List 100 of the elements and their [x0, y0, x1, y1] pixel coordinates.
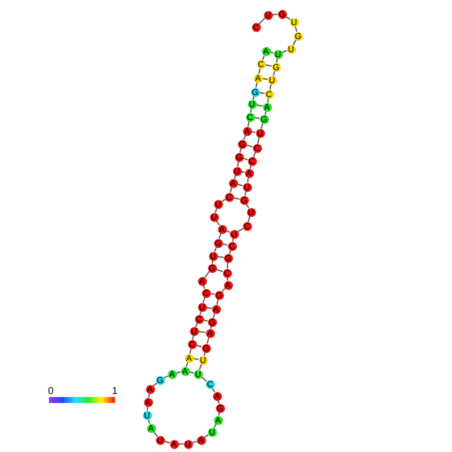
connector-line: [198, 330, 206, 334]
nucleotide-circle: G: [208, 318, 216, 326]
connector-line: [213, 424, 217, 428]
nucleotide-circle: U: [198, 356, 208, 364]
nucleotide-circle: A: [244, 168, 254, 178]
nucleotide-circle: G: [156, 376, 164, 384]
connector-line: [265, 64, 272, 67]
nucleotide-circle: C: [202, 288, 210, 298]
nucleotide-circle: C: [242, 222, 252, 230]
nucleotide-circle: U: [156, 436, 164, 444]
connector-line: [217, 256, 224, 258]
nucleotide-circle: G: [214, 290, 224, 300]
connector-line: [230, 187, 232, 193]
nucleotide-circle: G: [214, 238, 222, 248]
nucleotide-circle: U: [184, 440, 192, 448]
nucleotide-circle: G: [234, 152, 244, 162]
nucleotide-circle: G: [294, 32, 302, 40]
scale-label: 1: [112, 387, 118, 397]
nucleotide-circle: U: [232, 166, 242, 176]
nucleotide-circle: U: [208, 252, 218, 260]
nucleotide-circle: A: [212, 304, 220, 314]
nucleotide-circle: U: [142, 410, 152, 420]
connector-line: [204, 434, 209, 438]
nucleotide-circle: U: [194, 370, 202, 378]
nucleotide-circle: A: [196, 436, 206, 444]
nucleotide-circle: C: [188, 340, 196, 348]
nucleotide-circle: A: [214, 416, 222, 424]
nucleotide-circle: G: [238, 140, 246, 148]
nucleotide-circle: U: [198, 302, 206, 312]
connector-line: [254, 117, 260, 119]
connector-line: [206, 307, 212, 309]
nucleotide-circle: U: [242, 182, 252, 192]
connector-line: [218, 233, 222, 239]
connector-line: [247, 177, 249, 183]
nucleotide-circle: A: [146, 384, 154, 394]
nucleotide-circle: U: [210, 212, 218, 222]
connector-line: [260, 123, 264, 129]
nucleotide-circle: A: [242, 126, 252, 136]
nucleotide-circle: A: [180, 366, 190, 376]
nucleotide-circle: U: [230, 230, 238, 238]
nucleotide-circle: G: [272, 62, 280, 72]
nucleotide-circle: A: [198, 276, 206, 286]
nucleotide-circle: U: [248, 100, 256, 108]
nucleotide-circle: C: [256, 60, 266, 68]
nucleotide-circle: A: [168, 370, 176, 378]
nucleotide-circle: G: [240, 196, 248, 204]
nucleotide-circle: C: [224, 192, 234, 202]
nucleotide-circle: C: [252, 22, 260, 32]
nucleotide-circle: G: [250, 88, 260, 96]
connector-line: [202, 297, 206, 303]
nucleotide-circle: C: [252, 144, 262, 152]
nucleotide-circle: U: [246, 208, 256, 216]
nucleotide-circle: C: [206, 380, 214, 388]
connector-line: [206, 337, 210, 344]
nucleotide-circle: G: [202, 344, 210, 352]
nucleotide-circle: C: [228, 242, 236, 250]
nucleotide-circle: A: [144, 398, 152, 406]
nucleotide-circle: C: [264, 90, 274, 98]
nucleotide-circle: U: [208, 428, 216, 436]
nucleotide-circle: A: [218, 224, 226, 234]
nucleotide-circle: A: [228, 178, 238, 188]
nucleotide-circle: A: [212, 392, 222, 400]
nucleotide-circle: U: [290, 18, 298, 26]
nucleotide-circle: A: [184, 354, 194, 362]
nucleotide-circle: G: [224, 254, 232, 262]
nucleotide-circle: G: [216, 404, 224, 412]
nucleotide-circle: A: [170, 440, 178, 448]
nucleotide-circle: C: [194, 314, 204, 324]
connector-line: [238, 228, 244, 232]
nucleotide-circle: C: [222, 268, 232, 278]
connector-line: [198, 364, 202, 370]
nucleotide-circle: A: [206, 328, 214, 338]
scale-label: 0: [48, 387, 54, 397]
nucleotide-circle: A: [254, 74, 262, 82]
nucleotide-circle: G: [278, 10, 286, 18]
nucleotide-circle: A: [262, 102, 272, 112]
nucleotide-circle: U: [286, 44, 296, 54]
connector-line: [262, 78, 268, 80]
nucleotide-circle: C: [248, 156, 256, 166]
connector-line: [292, 40, 296, 46]
nucleotide-circle: A: [262, 46, 270, 56]
nucleotide-circle: U: [268, 76, 276, 84]
connector-line: [257, 137, 260, 144]
connector-line: [233, 197, 240, 200]
nucleotide-circle: U: [190, 326, 198, 336]
connector-line: [256, 104, 263, 107]
nucleotide-circle: U: [256, 128, 264, 138]
connector-line: [193, 358, 199, 360]
nucleotide-circle: A: [224, 280, 232, 290]
connector-line: [248, 216, 250, 222]
connector-line: [259, 92, 265, 94]
nucleotide-circle: U: [264, 10, 272, 20]
nucleotide-circle: U: [274, 50, 282, 58]
nucleotide-circle: U: [214, 200, 222, 208]
nucleotide-circle: G: [208, 264, 216, 272]
connector-line: [204, 271, 210, 278]
nucleotide-circle: C: [246, 112, 254, 122]
nucleotide-circle: G: [260, 114, 268, 124]
connector-line: [237, 161, 239, 167]
nucleotide-circle: A: [146, 424, 156, 432]
